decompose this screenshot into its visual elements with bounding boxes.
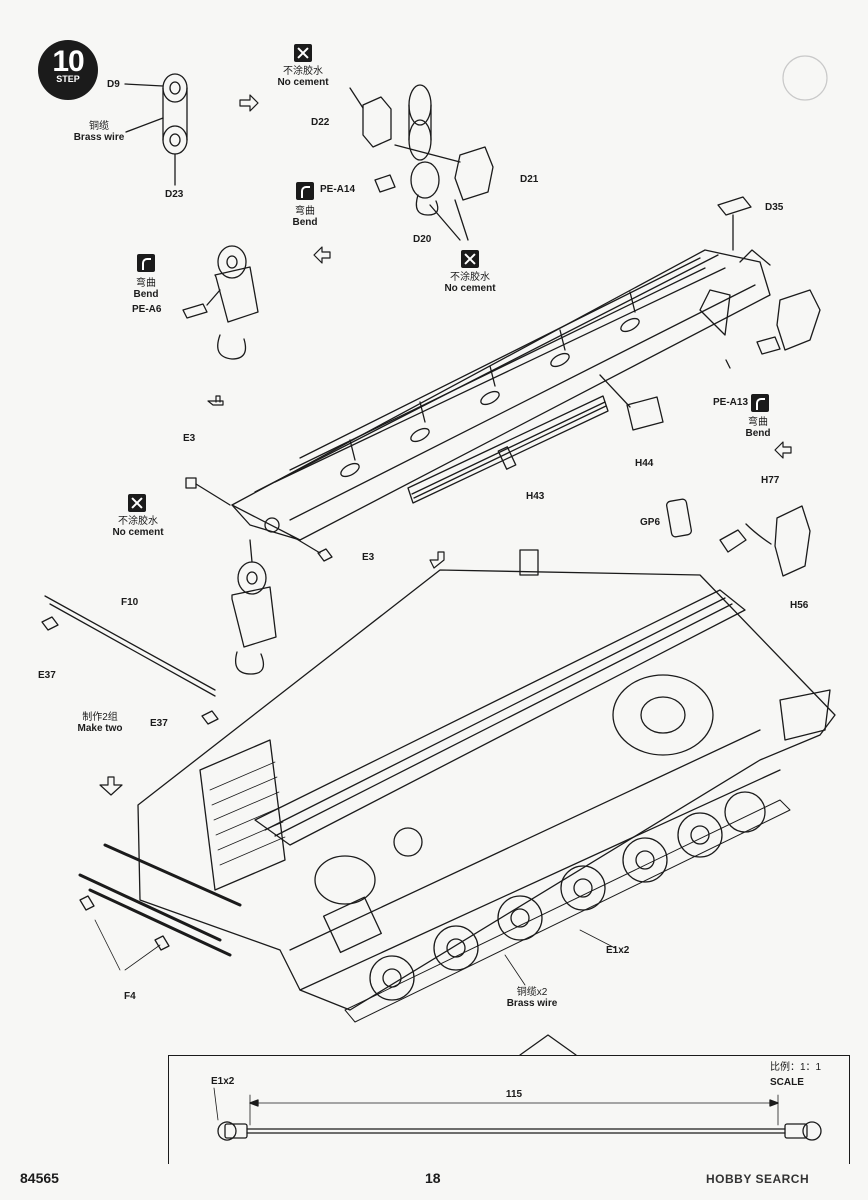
part-label-d22: D22 — [311, 117, 330, 128]
brass-wire-en: Brass wire — [73, 131, 125, 143]
step-number: 10 — [52, 45, 84, 78]
tank-hull — [78, 549, 836, 1023]
part-label-e1x2-scale: E1x2 — [211, 1076, 235, 1087]
road-wheels — [369, 791, 766, 1001]
part-label-d20: D20 — [413, 234, 432, 245]
make-two-zh: 制作2组 — [82, 712, 118, 723]
part-label-gp6: GP6 — [640, 517, 661, 528]
note-brass-wire-x2: 铜缆x2 Brass wire — [506, 987, 558, 1009]
bend-zh: 弯曲 — [748, 417, 768, 428]
part-label-pe-a14: PE-A14 — [320, 184, 356, 195]
make-two-en: Make two — [77, 722, 123, 734]
pulley-d9-d23 — [124, 73, 188, 186]
no-cement-zh: 不涂胶水 — [450, 272, 490, 283]
part-label-f4: F4 — [124, 991, 136, 1002]
part-label-d23: D23 — [165, 189, 184, 200]
part-label-e3-bottom: E3 — [362, 552, 375, 563]
no-cement-icon — [461, 250, 479, 268]
crane-boom — [231, 196, 821, 541]
flow-arrows — [99, 94, 792, 796]
bend-en: Bend — [292, 216, 318, 228]
parts-h44-h43 — [407, 374, 664, 504]
scale-wire — [213, 1034, 822, 1141]
part-label-pe-a6: PE-A6 — [132, 304, 162, 315]
rod-f10 — [41, 595, 219, 725]
brass-wire-zh: 铜缆 — [89, 121, 109, 132]
note-make-two: 制作2组 Make two — [77, 712, 123, 734]
part-label-h44: H44 — [635, 458, 654, 469]
no-cement-zh: 不涂胶水 — [118, 516, 158, 527]
note-no-cement-lower: 不涂胶水 No cement — [112, 516, 164, 538]
no-cement-icon — [294, 44, 312, 62]
note-bend-pe-a13: 弯曲 Bend — [745, 417, 771, 439]
note-bend-pe-a6: 弯曲 Bend — [133, 278, 159, 300]
brass-wire-x2-en: Brass wire — [506, 997, 558, 1009]
e3-pins — [185, 477, 333, 562]
hook-assembly-pe-a6 — [182, 245, 259, 360]
bend-en: Bend — [133, 288, 159, 300]
bend-icon — [751, 394, 769, 412]
part-label-e1x2-tank: E1x2 — [606, 945, 630, 956]
part-label-e37-right: E37 — [150, 718, 168, 729]
part-label-h77: H77 — [761, 475, 780, 486]
no-cement-zh: 不涂胶水 — [283, 66, 323, 77]
step-badge: 10 STEP — [38, 40, 98, 100]
no-cement-en: No cement — [112, 526, 164, 538]
scale-length: 115 — [505, 1089, 523, 1100]
step-label: STEP — [56, 74, 80, 84]
watermark-hobby-search: HOBBY SEARCH — [706, 1172, 810, 1186]
part-label-e3-top: E3 — [183, 433, 196, 444]
mirror-parts — [666, 498, 811, 577]
scale-box — [168, 1055, 850, 1164]
part-label-f10: F10 — [121, 597, 139, 608]
no-cement-en: No cement — [277, 76, 329, 88]
part-label-d35: D35 — [765, 202, 784, 213]
brass-wire-x2-zh: 铜缆x2 — [516, 987, 548, 998]
note-brass-wire: 铜缆 Brass wire — [73, 121, 125, 143]
leader-lines — [94, 919, 616, 986]
scale-ratio: 比例：1：1 — [770, 1062, 822, 1073]
part-label-d21: D21 — [520, 174, 539, 185]
bend-zh: 弯曲 — [136, 278, 156, 289]
hook-assembly-top — [349, 84, 494, 241]
bend-icon — [137, 254, 155, 272]
part-label-h43: H43 — [526, 491, 545, 502]
bend-icon — [296, 182, 314, 200]
part-label-d9: D9 — [107, 79, 120, 90]
part-label-pe-a13: PE-A13 — [713, 397, 749, 408]
note-no-cement-top: 不涂胶水 No cement — [277, 66, 329, 88]
note-no-cement-mid: 不涂胶水 No cement — [444, 272, 496, 294]
scale-label: SCALE — [770, 1077, 804, 1088]
bend-en: Bend — [745, 427, 771, 439]
part-label-e37-left: E37 — [38, 670, 56, 681]
note-bend-pe-a14: 弯曲 Bend — [292, 206, 318, 228]
no-cement-en: No cement — [444, 282, 496, 294]
stamp-icon — [782, 55, 828, 101]
product-code: 84565 — [20, 1170, 59, 1186]
hook-assembly-lower — [231, 539, 277, 675]
bend-zh: 弯曲 — [295, 206, 315, 217]
page-number: 18 — [425, 1170, 441, 1186]
part-label-h56: H56 — [790, 600, 809, 611]
no-cement-icon — [128, 494, 146, 512]
